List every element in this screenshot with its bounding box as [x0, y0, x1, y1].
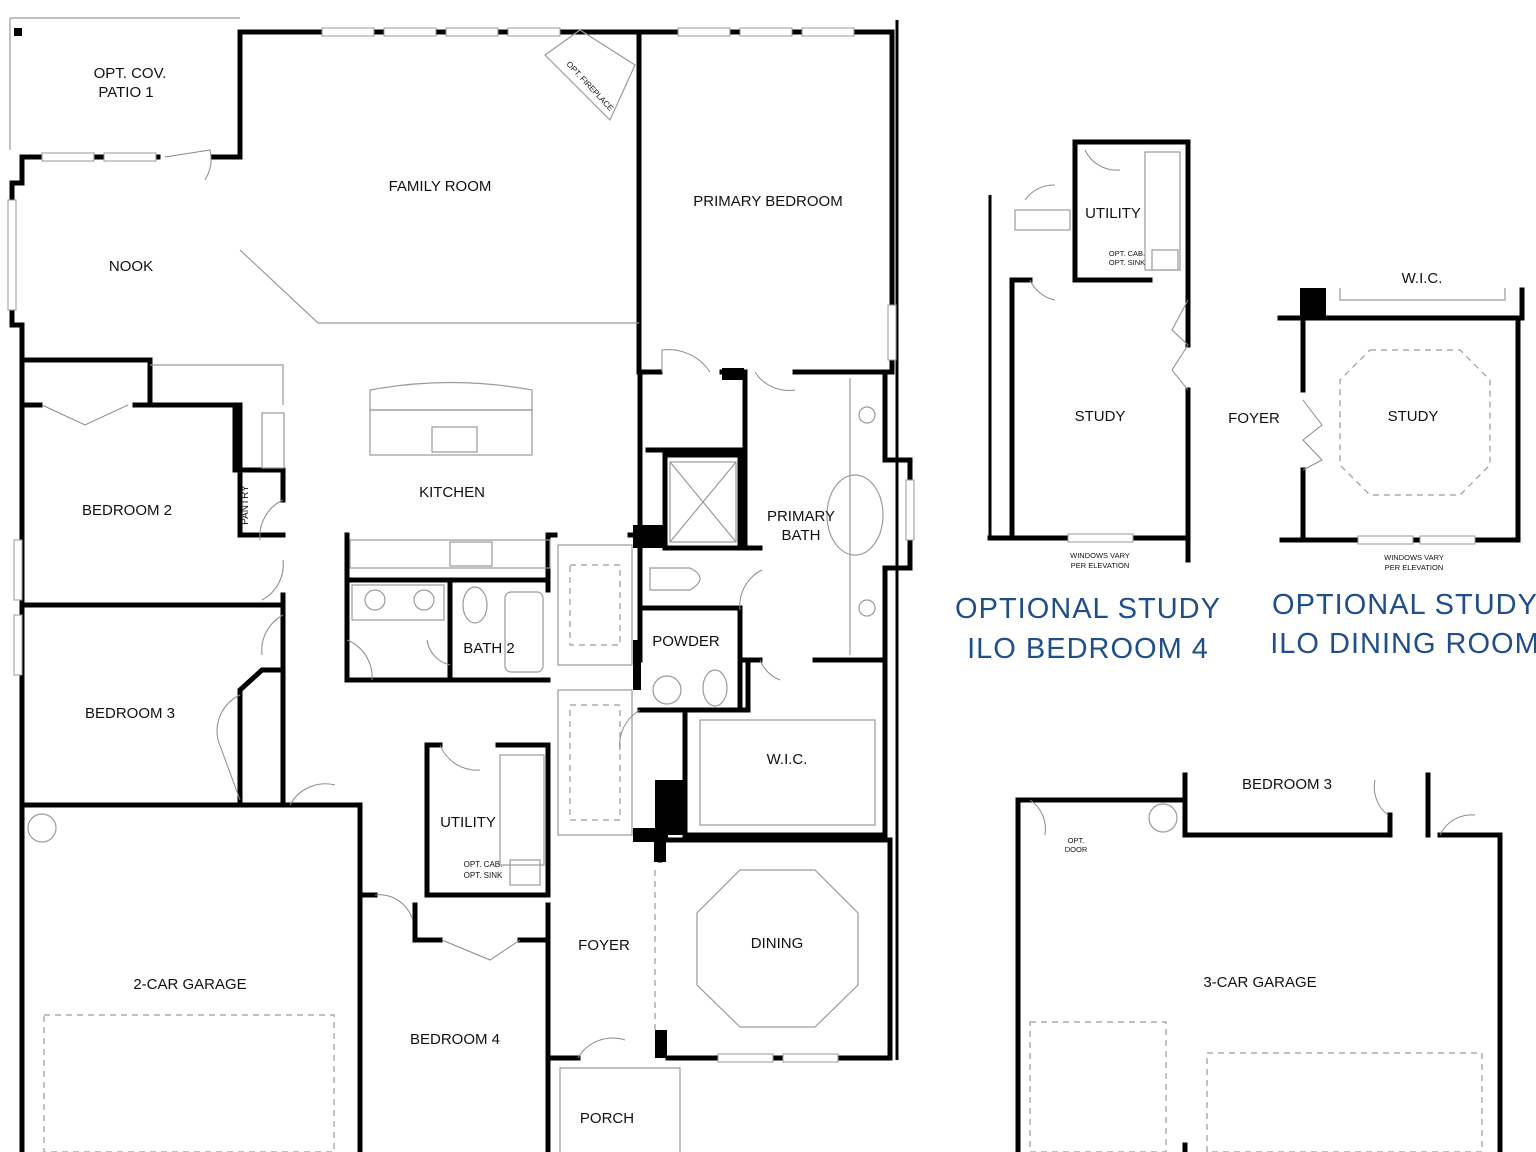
option-study-ilo-dining-room: W.I.C. FOYER STUDY WINDOWS VARY PER ELEV… — [1228, 270, 1536, 660]
opt-b4-windows-note-1: WINDOWS VARY — [1070, 551, 1130, 560]
option-3-car-garage: BEDROOM 3 OPT. DOOR 3-CAR GARAGE — [1015, 772, 1503, 1152]
label-nook: NOOK — [109, 258, 153, 275]
main-plan-labels: OPT. COV. PATIO 1 FAMILY ROOM OPT. FIREP… — [82, 60, 843, 1127]
opt-din-label-foyer: FOYER — [1228, 410, 1280, 427]
option-study-ilo-bedroom-4: UTILITY OPT. CAB. OPT. SINK STUDY WINDOW… — [955, 139, 1221, 665]
label-family-room: FAMILY ROOM — [389, 178, 492, 195]
opt-b4-title-line1: OPTIONAL STUDY — [955, 593, 1221, 625]
opt-din-label-wic: W.I.C. — [1402, 270, 1443, 287]
opt-b4-title-line2: ILO BEDROOM 4 — [967, 633, 1209, 665]
opt-din-windows-note-1: WINDOWS VARY — [1384, 553, 1444, 562]
label-kitchen: KITCHEN — [419, 484, 485, 501]
label-opt-cov-patio-line1: OPT. COV. — [94, 65, 167, 82]
label-utility: UTILITY — [440, 814, 496, 831]
label-bedroom-2: BEDROOM 2 — [82, 502, 172, 519]
label-wic: W.I.C. — [767, 751, 808, 768]
main-plan-walls — [9, 17, 913, 1152]
label-bedroom-3: BEDROOM 3 — [85, 705, 175, 722]
label-primary-bedroom: PRIMARY BEDROOM — [693, 193, 842, 210]
opt-b4-label-opt-cab: OPT. CAB. — [1109, 249, 1145, 258]
main-plan-fixtures — [7, 27, 915, 1152]
label-bath-2: BATH 2 — [463, 640, 514, 657]
label-foyer: FOYER — [578, 937, 630, 954]
opt-b4-windows-note-2: PER ELEVATION — [1071, 561, 1130, 570]
opt-b4-label-utility: UTILITY — [1085, 205, 1141, 222]
label-primary-bath-line1: PRIMARY — [767, 508, 835, 525]
label-opt-fireplace: OPT. FIREPLACE — [565, 60, 616, 113]
label-porch: PORCH — [580, 1110, 634, 1127]
label-pantry: PANTRY — [240, 485, 251, 525]
opt-b4-label-study: STUDY — [1075, 408, 1126, 425]
label-opt-cov-patio-line2: PATIO 1 — [98, 84, 153, 101]
label-opt-sink: OPT. SINK — [464, 871, 503, 880]
opt-din-title-line1: OPTIONAL STUDY — [1272, 589, 1536, 621]
opt-din-windows-note-2: PER ELEVATION — [1385, 563, 1444, 572]
opt-gar-label-3-car-garage: 3-CAR GARAGE — [1203, 974, 1316, 991]
label-bedroom-4: BEDROOM 4 — [410, 1031, 500, 1048]
opt-din-title-line2: ILO DINING ROOM — [1270, 628, 1536, 660]
label-dining: DINING — [751, 935, 804, 952]
opt-gar-label-opt-door-1: OPT. — [1068, 836, 1085, 845]
label-opt-cab: OPT. CAB. — [464, 860, 503, 869]
opt-b4-label-opt-sink: OPT. SINK — [1109, 258, 1145, 267]
opt-gar-label-bedroom-3: BEDROOM 3 — [1242, 776, 1332, 793]
label-2-car-garage: 2-CAR GARAGE — [133, 976, 246, 993]
structural-blocks — [633, 368, 744, 1058]
label-powder: POWDER — [652, 633, 720, 650]
opt-din-label-study: STUDY — [1388, 408, 1439, 425]
opt-gar-label-opt-door-2: DOOR — [1065, 845, 1088, 854]
label-primary-bath-line2: BATH — [782, 527, 821, 544]
